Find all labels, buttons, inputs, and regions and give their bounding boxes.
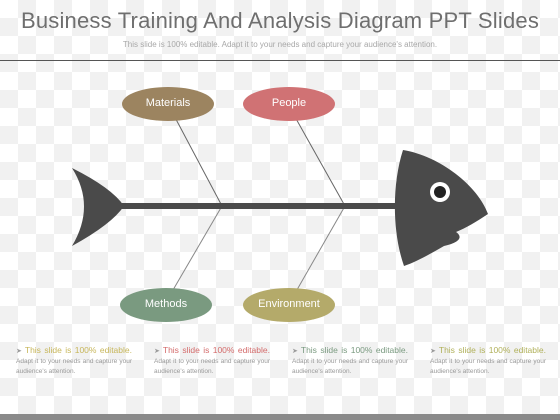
header-divider bbox=[0, 60, 560, 61]
bone-environment bbox=[289, 205, 346, 303]
bone-people bbox=[289, 107, 346, 207]
note-3-text: Adapt it to your needs and capture your … bbox=[292, 358, 408, 375]
fish-tail bbox=[72, 168, 124, 246]
cause-people-ellipse bbox=[243, 87, 335, 121]
note-3: ➤This slide is 100% editable. Adapt it t… bbox=[292, 346, 408, 376]
cause-environment-ellipse bbox=[243, 288, 335, 322]
note-3-highlight: This slide is 100% editable. bbox=[300, 345, 408, 355]
footer-bar bbox=[0, 414, 560, 420]
note-4: ➤This slide is 100% editable. Adapt it t… bbox=[430, 346, 546, 376]
slide-title: Business Training And Analysis Diagram P… bbox=[20, 8, 540, 33]
cause-methods-ellipse bbox=[120, 288, 212, 322]
note-2-highlight: This slide is 100% editable. bbox=[162, 345, 270, 355]
note-2: ➤This slide is 100% editable. Adapt it t… bbox=[154, 346, 270, 376]
cause-label-environment: Environment bbox=[258, 298, 320, 310]
note-2-text: Adapt it to your needs and capture your … bbox=[154, 358, 270, 375]
bone-materials bbox=[169, 107, 223, 207]
cause-label-methods: Methods bbox=[144, 298, 188, 310]
cause-materials-ellipse bbox=[122, 87, 214, 121]
bone-methods bbox=[165, 205, 223, 303]
arrow-bullet-icon: ➤ bbox=[154, 348, 160, 355]
note-4-text: Adapt it to your needs and capture your … bbox=[430, 358, 546, 375]
slide-subtitle: This slide is 100% editable. Adapt it to… bbox=[122, 40, 438, 49]
arrow-bullet-icon: ➤ bbox=[430, 348, 436, 355]
note-4-highlight: This slide is 100% editable. bbox=[438, 345, 546, 355]
arrow-bullet-icon: ➤ bbox=[292, 348, 298, 355]
arrow-bullet-icon: ➤ bbox=[16, 348, 22, 355]
fish-head bbox=[394, 150, 488, 266]
cause-label-people: People bbox=[271, 97, 307, 109]
note-1-text: Adapt it to your needs and capture your … bbox=[16, 358, 132, 375]
cause-label-materials: Materials bbox=[145, 97, 191, 109]
fish-eye-pupil bbox=[434, 186, 446, 198]
note-1-highlight: This slide is 100% editable. bbox=[24, 345, 132, 355]
note-1: ➤This slide is 100% editable. Adapt it t… bbox=[16, 346, 132, 376]
